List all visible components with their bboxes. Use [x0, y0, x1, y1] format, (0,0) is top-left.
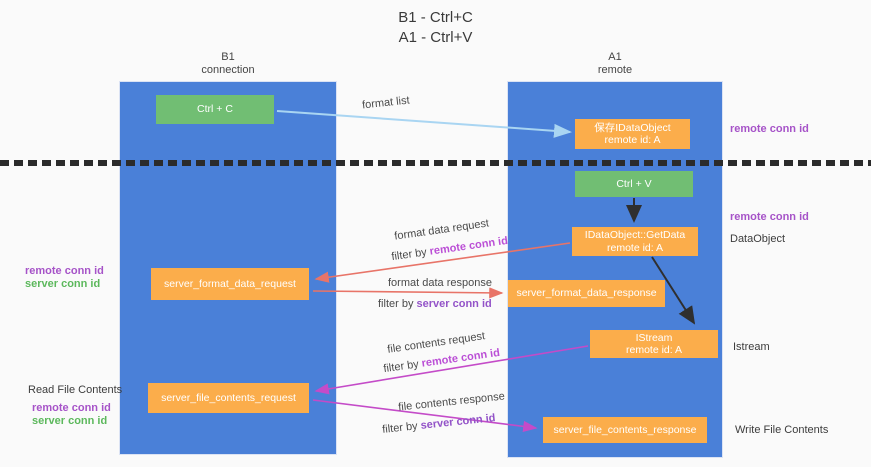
remote-conn-id-text: remote conn id: [420, 346, 501, 370]
label-format-list: format list: [361, 94, 411, 112]
right-dataobject-label: DataObject: [730, 233, 786, 245]
right-remote-conn-id-2: remote conn id: [730, 211, 809, 223]
left-server-conn-id-2: server conn id: [32, 415, 108, 427]
node-server-format-data-response: server_format_data_response: [508, 280, 665, 307]
node-idataobject-getdata: IDataObject::GetData remote id: A: [572, 227, 698, 256]
label-file-contents-response: file contents response: [397, 390, 506, 414]
label-filter-server-2: filter by server conn id: [382, 412, 496, 436]
node-getdata-id: remote id: A: [606, 241, 664, 254]
right-column-role: remote: [597, 64, 633, 76]
dashed-divider-line: [0, 160, 871, 166]
left-column-role: connection: [201, 64, 255, 76]
server-conn-id-text: server conn id: [420, 412, 497, 432]
node-server-file-contents-request: server_file_contents_request: [148, 383, 309, 413]
node-server-format-data-request: server_format_data_request: [151, 268, 309, 300]
node-istream-id: remote id: A: [625, 344, 683, 356]
node-ctrl-v-label: Ctrl + V: [616, 177, 652, 190]
node-save-dataobject-id: remote id: A: [604, 134, 661, 146]
right-remote-conn-id-1: remote conn id: [730, 123, 809, 135]
filter-by-text: filter by: [378, 298, 414, 310]
node-ctrl-c: Ctrl + C: [156, 95, 274, 124]
right-column-header: A1 remote: [507, 51, 723, 77]
node-istream-label: IStream: [635, 331, 673, 344]
title-line-1: B1 - Ctrl+C: [398, 9, 473, 26]
left-column-header: B1 connection: [119, 51, 337, 77]
label-format-data-response: format data response: [388, 277, 492, 289]
left-remote-conn-id-1: remote conn id: [25, 265, 104, 277]
left-column-name: B1: [221, 51, 235, 63]
label-filter-server-1: filter by server conn id: [378, 298, 492, 310]
node-format-response-label: server_format_data_response: [516, 287, 657, 300]
server-conn-id-text: server conn id: [416, 298, 492, 310]
node-ctrl-c-label: Ctrl + C: [197, 103, 233, 116]
arrow-format-data-response: [312, 287, 504, 299]
node-save-dataobject-label: 保存IDataObject: [594, 121, 671, 134]
filter-by-text: filter by: [390, 246, 428, 264]
diagram-title: B1 - Ctrl+C A1 - Ctrl+V: [0, 8, 871, 48]
node-server-file-contents-response: server_file_contents_response: [543, 417, 707, 443]
node-ctrl-v: Ctrl + V: [575, 171, 693, 197]
node-save-dataobject: 保存IDataObject remote id: A: [575, 119, 690, 149]
remote-conn-id-text: remote conn id: [428, 234, 509, 258]
node-getdata-label: IDataObject::GetData: [584, 229, 686, 241]
right-istream-label: Istream: [733, 341, 770, 353]
title-line-2: A1 - Ctrl+V: [398, 29, 473, 46]
right-write-file-contents-label: Write File Contents: [735, 424, 829, 436]
left-remote-conn-id-2: remote conn id: [32, 402, 111, 414]
node-format-request-label: server_format_data_request: [164, 277, 296, 290]
node-file-request-label: server_file_contents_request: [161, 391, 296, 404]
left-read-file-contents-label: Read File Contents: [28, 384, 123, 396]
left-server-conn-id-1: server conn id: [25, 278, 101, 290]
filter-by-text: filter by: [382, 358, 420, 376]
node-istream: IStream remote id: A: [590, 330, 718, 358]
node-file-response-label: server_file_contents_response: [553, 423, 697, 436]
right-column-name: A1: [608, 51, 622, 63]
filter-by-text: filter by: [381, 420, 419, 436]
